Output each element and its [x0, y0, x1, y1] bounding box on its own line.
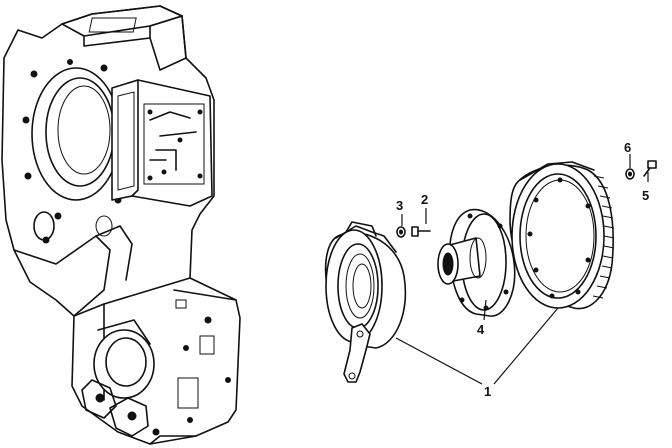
callout-4: 4 — [477, 322, 485, 337]
callout-6: 6 — [624, 140, 631, 155]
transmission-housing — [1, 5, 241, 445]
washer-part-3 — [396, 226, 406, 238]
callout-3: 3 — [396, 198, 403, 213]
bolt-part-5 — [643, 160, 657, 177]
callout-5: 5 — [642, 188, 649, 203]
washer-part-6 — [625, 168, 635, 180]
ring-gear — [509, 161, 615, 310]
bolt-part-2 — [411, 226, 431, 237]
callout-2: 2 — [421, 192, 428, 207]
hub-flange — [437, 208, 516, 317]
callout-1: 1 — [484, 384, 491, 399]
brake-drum-with-lever — [324, 221, 407, 383]
leader-lines — [395, 154, 649, 385]
